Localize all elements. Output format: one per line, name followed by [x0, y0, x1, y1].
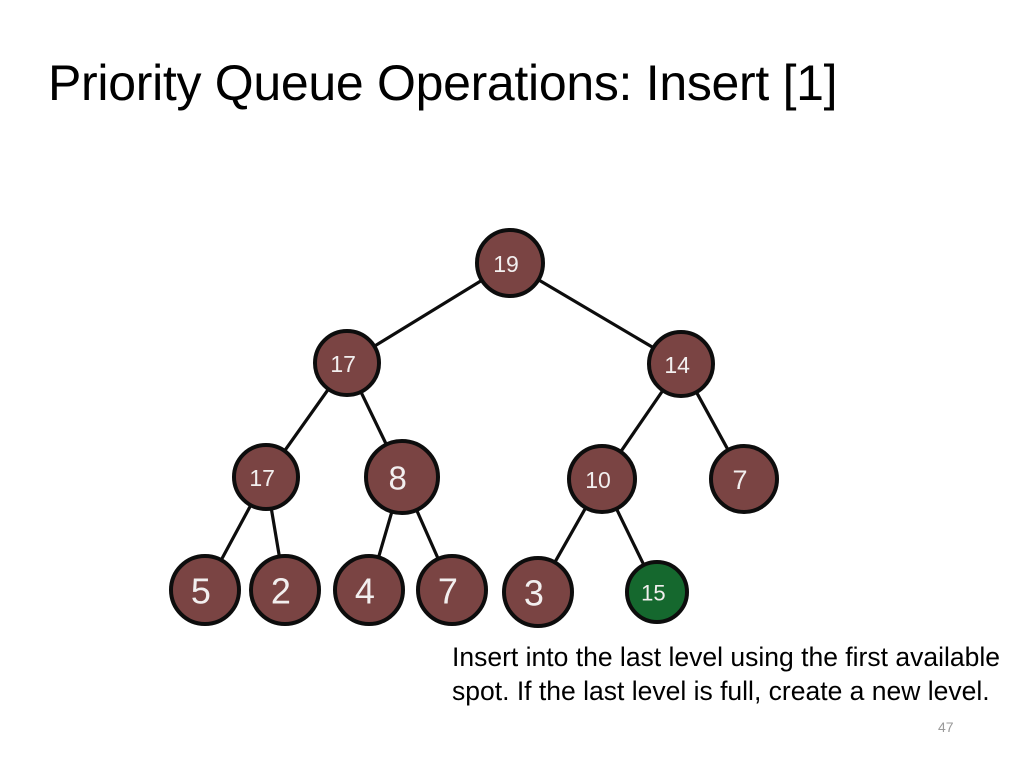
tree-node[interactable]: 5 [169, 554, 241, 626]
tree-node-label: 7 [733, 465, 748, 495]
tree-node[interactable]: 2 [249, 554, 321, 626]
tree-node-circle [333, 554, 405, 626]
tree-node-label: 17 [330, 351, 356, 377]
tree-edge-layer [218, 277, 731, 569]
tree-node[interactable]: 3 [502, 556, 574, 628]
tree-node-circle [502, 556, 574, 628]
tree-edge [281, 385, 332, 455]
tree-node-circle [416, 554, 488, 626]
tree-node[interactable]: 7 [416, 554, 488, 626]
tree-edge [269, 504, 282, 561]
tree-edge [617, 387, 666, 456]
tree-edge [535, 277, 657, 351]
tree-edge [376, 508, 395, 561]
tree-node[interactable]: 10 [567, 444, 637, 514]
tree-node[interactable]: 17 [313, 329, 381, 397]
tree-edge [370, 277, 486, 349]
tree-node-circle [567, 444, 637, 514]
caption-text: Insert into the last level using the fir… [452, 642, 1000, 706]
tree-node-circle [625, 560, 689, 624]
tree-node-circle [169, 554, 241, 626]
tree-node[interactable]: 8 [364, 439, 440, 515]
tree-node-circle [475, 228, 545, 298]
tree-node-label: 14 [664, 352, 690, 378]
tree-node-circle [709, 444, 779, 514]
tree-node-label: 15 [641, 581, 665, 606]
tree-node[interactable]: 4 [333, 554, 405, 626]
tree-node-label: 2 [271, 571, 291, 612]
tree-node-label: 17 [249, 465, 275, 491]
tree-node-circle [647, 330, 715, 398]
tree-node-highlighted[interactable]: 15 [625, 560, 689, 624]
tree-node-label: 10 [585, 467, 611, 493]
tree-node-circle [364, 439, 440, 515]
tree-node[interactable]: 19 [475, 228, 545, 298]
tree-edge [218, 501, 254, 564]
tree-node-circle [249, 554, 321, 626]
tree-node-layer: 19 17 14 17 8 10 7 5 2 4 7 3 15 [169, 228, 779, 628]
tree-node-label: 8 [389, 460, 407, 497]
tree-node-label: 19 [493, 251, 519, 277]
tree-edge [693, 388, 731, 454]
tree-node-label: 4 [355, 571, 375, 612]
tree-edge [613, 505, 647, 569]
tree-node-circle [232, 443, 300, 511]
tree-node[interactable]: 17 [232, 443, 300, 511]
tree-node-label: 3 [524, 573, 544, 614]
tree-node[interactable]: 14 [647, 330, 715, 398]
tree-edge [414, 506, 441, 563]
page-number: 47 [938, 719, 954, 735]
tree-node-circle [313, 329, 381, 397]
tree-node-label: 5 [191, 571, 211, 612]
tree-node-label: 7 [438, 571, 458, 612]
tree-node[interactable]: 7 [709, 444, 779, 514]
tree-edge [358, 388, 389, 448]
tree-edge [552, 504, 589, 566]
page-title: Priority Queue Operations: Insert [1] [48, 55, 838, 111]
